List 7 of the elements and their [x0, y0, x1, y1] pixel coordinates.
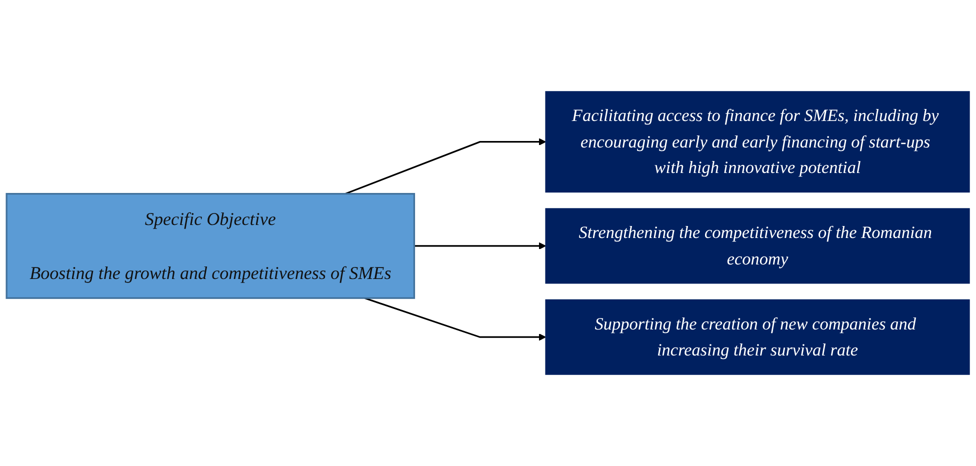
node-box: Strengthening the competitiveness of the Romanian economy	[545, 208, 970, 284]
node-box: Specific Objective Boosting the growth and competitiveness of SMEs	[6, 192, 416, 299]
node-box: Supporting the creation of new companies and increasing their survival rate	[545, 299, 970, 375]
node-box: Facilitating access to finance for SMEs, including by encouraging early and early financing of start-ups with high innovative potential	[545, 91, 970, 193]
arrow	[345, 138, 546, 195]
arrow	[364, 297, 546, 341]
arrow	[414, 242, 546, 250]
